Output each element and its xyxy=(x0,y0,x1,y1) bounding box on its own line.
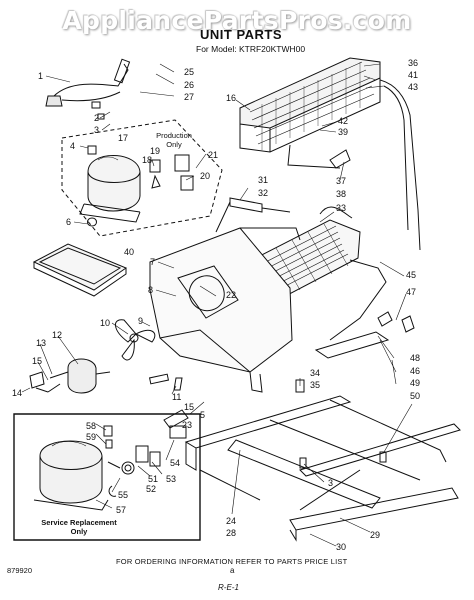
callout-4: 4 xyxy=(70,141,76,151)
callout-38: 38 xyxy=(336,189,347,199)
callout-15: 15 xyxy=(32,356,43,366)
diagram-title: UNIT PARTS xyxy=(200,27,283,42)
callout-33: 33 xyxy=(336,203,347,213)
callout-57: 57 xyxy=(116,505,127,515)
callout-23: 23 xyxy=(182,420,193,430)
relay-overload-parts xyxy=(149,154,194,191)
compressor-production xyxy=(79,155,141,223)
callout-51: 51 xyxy=(148,474,159,484)
site-watermark: AppliancePartsPros.com xyxy=(62,6,412,35)
callout-18: 18 xyxy=(142,155,153,165)
callout-12: 12 xyxy=(52,330,63,340)
callout-16: 16 xyxy=(226,93,237,103)
condenser-coil xyxy=(239,57,421,251)
clip-48 xyxy=(401,315,415,333)
callout-27: 27 xyxy=(184,92,195,102)
callout-40: 40 xyxy=(124,247,135,257)
service-replacement-box xyxy=(13,413,201,541)
clip-34-35 xyxy=(295,379,305,393)
filter-drier xyxy=(229,197,263,213)
callout-46: 46 xyxy=(410,366,421,376)
callout-54: 54 xyxy=(170,458,181,468)
callout-26: 26 xyxy=(184,80,195,90)
callout-45: 45 xyxy=(406,270,417,280)
callout-30: 30 xyxy=(336,542,347,552)
callout-8: 8 xyxy=(148,285,154,295)
callout-5: 5 xyxy=(200,410,206,420)
fan-motor xyxy=(29,358,111,394)
callout-47: 47 xyxy=(406,287,417,297)
service-small-parts xyxy=(103,425,187,497)
callout-49: 49 xyxy=(410,378,421,388)
fan-shroud xyxy=(149,227,293,393)
cord-clips xyxy=(87,101,105,227)
page-letter: a xyxy=(230,566,235,575)
callout-19: 19 xyxy=(150,146,161,156)
callout-58: 58 xyxy=(86,421,97,431)
clip-47 xyxy=(377,311,393,327)
screw xyxy=(173,377,183,391)
callout-59: 59 xyxy=(86,432,97,442)
defrost-drain-trough xyxy=(314,331,390,359)
callout-28: 28 xyxy=(226,528,237,538)
callout-29: 29 xyxy=(370,530,381,540)
power-cord xyxy=(45,58,131,107)
callout-7: 7 xyxy=(150,257,156,267)
leader-lines xyxy=(21,63,413,547)
callout-41: 41 xyxy=(408,70,419,80)
callout-50: 50 xyxy=(410,391,421,401)
callout-24: 24 xyxy=(226,516,237,526)
callout-13: 13 xyxy=(36,338,47,348)
callout-42: 42 xyxy=(338,116,349,126)
callout-55: 55 xyxy=(118,490,129,500)
callout-3: 3 xyxy=(94,125,100,135)
callout-48: 48 xyxy=(410,353,421,363)
callout-31: 31 xyxy=(258,175,269,185)
base-frame xyxy=(184,395,461,542)
callout-25: 25 xyxy=(184,67,195,77)
production-only-label: Production Only xyxy=(156,131,192,149)
production-only-outline xyxy=(61,119,223,237)
service-replacement-label: Service Replacement Only xyxy=(41,518,117,536)
callout-11: 11 xyxy=(172,392,182,402)
callout-17: 17 xyxy=(118,133,129,143)
page-mark: R-E-1 xyxy=(218,583,239,592)
fan-blade xyxy=(115,319,156,361)
callout-35: 35 xyxy=(310,380,321,390)
callout-34: 34 xyxy=(310,368,321,378)
callout-53: 53 xyxy=(166,474,177,484)
heat-exchanger-fitting xyxy=(329,149,351,169)
callout-52: 52 xyxy=(146,484,157,494)
callout-20: 20 xyxy=(200,171,211,181)
callout-21: 21 xyxy=(208,150,219,160)
callout-32: 32 xyxy=(258,188,269,198)
callout-37: 37 xyxy=(336,176,347,186)
figure-number: 879920 xyxy=(7,566,33,575)
callout-3b: 3 xyxy=(328,478,334,488)
callout-6: 6 xyxy=(66,217,72,227)
callout-22: 22 xyxy=(226,290,237,300)
screw-3 xyxy=(299,457,307,469)
callout-43: 43 xyxy=(408,82,419,92)
callout-15b: 15 xyxy=(184,402,195,412)
callout-14: 14 xyxy=(12,388,23,398)
drain-pan xyxy=(32,243,128,297)
callout-9: 9 xyxy=(138,316,144,326)
callout-10: 10 xyxy=(100,318,111,328)
callout-2: 2 xyxy=(94,113,100,123)
callout-39: 39 xyxy=(338,127,349,137)
callout-36: 36 xyxy=(408,58,419,68)
grommet-strip xyxy=(148,373,170,385)
model-line: For Model: KTRF20KTWH00 xyxy=(196,44,306,54)
ordering-note: FOR ORDERING INFORMATION REFER TO PARTS … xyxy=(116,557,348,566)
compressor-service xyxy=(33,440,109,511)
callout-1: 1 xyxy=(38,71,44,81)
